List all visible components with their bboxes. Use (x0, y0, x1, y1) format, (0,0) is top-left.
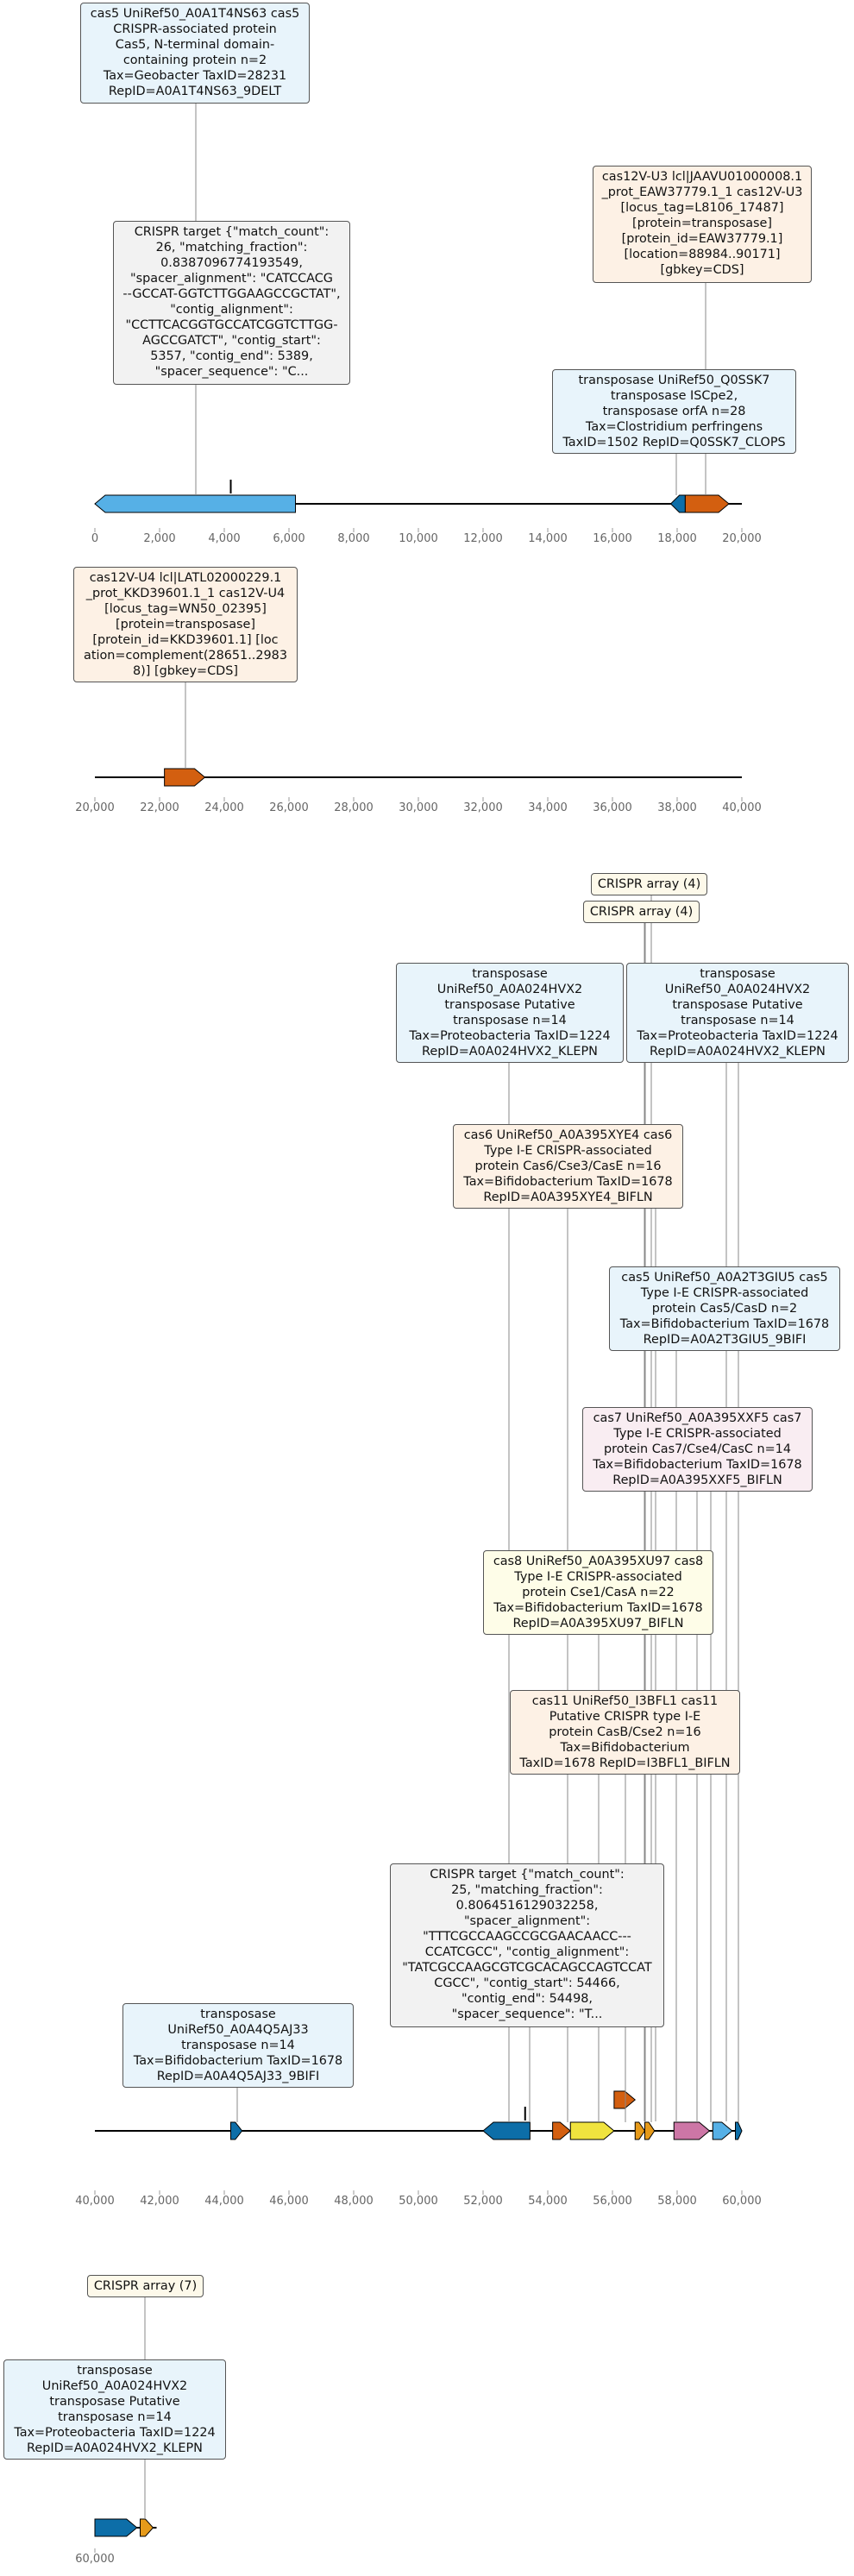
tick-label: 8,000 (337, 532, 369, 545)
cas-blue-gene[interactable] (712, 2121, 733, 2140)
cas6-gene[interactable] (552, 2121, 572, 2140)
tick-label: 54,000 (528, 2195, 568, 2208)
tick-label: 10,000 (399, 532, 438, 545)
cas7-annotation[interactable]: cas7 UniRef50_A0A395XXF5 cas7 Type I-E C… (582, 1407, 813, 1492)
transposase-hvx2-gene-2[interactable] (94, 2518, 138, 2537)
cas8-annotation[interactable]: cas8 UniRef50_A0A395XU97 cas8 Type I-E C… (483, 1550, 713, 1635)
tick-label: 16,000 (593, 532, 632, 545)
tick-label: 32,000 (463, 801, 503, 814)
transposase-end-gene[interactable] (735, 2121, 743, 2140)
tick-label: 36,000 (593, 801, 632, 814)
tick-label: 22,000 (140, 801, 179, 814)
tick-label: 2,000 (143, 532, 175, 545)
crispr-array-7-gene[interactable] (140, 2518, 154, 2537)
cas7-gene[interactable] (634, 2121, 646, 2140)
tick-label: 24,000 (204, 801, 244, 814)
cas5-e-annotation[interactable]: cas5 UniRef50_A0A2T3GIU5 cas5 Type I-E C… (609, 1266, 840, 1351)
cas5-annotation[interactable]: cas5 UniRef50_A0A1T4NS63 cas5 CRISPR-ass… (80, 3, 310, 104)
crispr-array-4-a[interactable]: CRISPR array (4) (591, 873, 707, 895)
transposase-hvx2-annotation-c[interactable]: transposase UniRef50_A0A024HVX2 transpos… (3, 2359, 226, 2460)
tick-label: 42,000 (140, 2195, 179, 2208)
cas12v-u3-annotation[interactable]: cas12V-U3 lcl|JAAVU01000008.1 _prot_EAW3… (593, 166, 812, 283)
tick-label: 6,000 (273, 532, 305, 545)
cas12v-u4-annotation[interactable]: cas12V-U4 lcl|LATL02000229.1 _prot_KKD39… (73, 567, 298, 682)
tick-label: 34,000 (528, 801, 568, 814)
tick-label: 52,000 (463, 2195, 503, 2208)
cas3-gene[interactable] (673, 2121, 711, 2140)
tick-label: 18,000 (657, 532, 697, 545)
cas5-e-gene[interactable] (644, 2121, 656, 2140)
tick-label: 44,000 (204, 2195, 244, 2208)
cas8-gene[interactable] (569, 2121, 615, 2140)
cas11-annotation[interactable]: cas11 UniRef50_I3BFL1 cas11 Putative CRI… (510, 1690, 740, 1775)
transposase-iscpe2-gene[interactable] (669, 494, 686, 513)
tick-label: 48,000 (334, 2195, 374, 2208)
tick-label: 40,000 (75, 2195, 115, 2208)
tick-label: 0 (91, 532, 98, 545)
tick-label: 26,000 (269, 801, 309, 814)
transposase-a0a4q5aj33-annotation[interactable]: transposase UniRef50_A0A4Q5AJ33 transpos… (122, 2003, 354, 2088)
tick-label: 20,000 (722, 532, 762, 545)
tick-label: 58,000 (657, 2195, 697, 2208)
transposase-a0a024hvx2-gene[interactable] (482, 2121, 531, 2140)
cas5-gene[interactable] (94, 494, 296, 513)
tick-label: 50,000 (399, 2195, 438, 2208)
crispr-array-7[interactable]: CRISPR array (7) (87, 2275, 204, 2297)
crispr-target-annotation-1[interactable]: CRISPR target {"match_count": 26, "match… (113, 221, 350, 385)
tick-label: 28,000 (334, 801, 374, 814)
cas6-annotation[interactable]: cas6 UniRef50_A0A395XYE4 cas6 Type I-E C… (453, 1124, 683, 1209)
crispr-array-4-b[interactable]: CRISPR array (4) (583, 901, 700, 923)
tick-label: 56,000 (593, 2195, 632, 2208)
tick-label: 4,000 (208, 532, 240, 545)
tick-label: 14,000 (528, 532, 568, 545)
tick-label: 60,000 (722, 2195, 762, 2208)
crispr-target-annotation-2[interactable]: CRISPR target {"match_count": 25, "match… (390, 1863, 664, 2027)
transposase-iscpe2-annotation[interactable]: transposase UniRef50_Q0SSK7 transposase … (552, 369, 796, 454)
transposase-hvx2-annotation-b[interactable]: transposase UniRef50_A0A024HVX2 transpos… (626, 963, 849, 1063)
tick-label: 40,000 (722, 801, 762, 814)
tick-label: 20,000 (75, 801, 115, 814)
transposase-hvx2-annotation-a[interactable]: transposase UniRef50_A0A024HVX2 transpos… (396, 963, 624, 1063)
tick-label: 30,000 (399, 801, 438, 814)
tick-label: 46,000 (269, 2195, 309, 2208)
tick-label: 12,000 (463, 532, 503, 545)
cas12v-u4-gene[interactable] (164, 768, 206, 787)
tick-label: 38,000 (657, 801, 697, 814)
cas12v-u3-gene[interactable] (684, 494, 730, 513)
transposase-a0a4q5aj33-gene[interactable] (230, 2121, 243, 2140)
cas11-gene[interactable] (613, 2090, 637, 2109)
tick-label: 60,000 (75, 2553, 115, 2566)
